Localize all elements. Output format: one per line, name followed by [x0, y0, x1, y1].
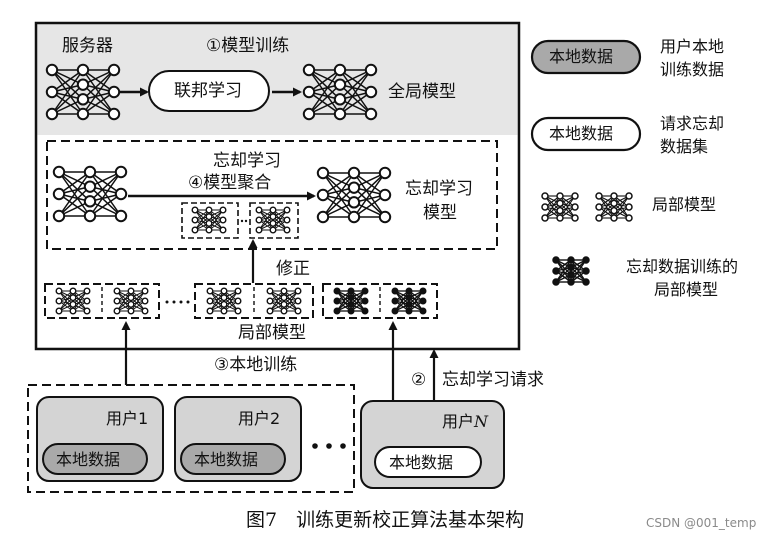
legend-local-model-icon-1	[541, 192, 579, 222]
legend-gray-desc-l2: 训练数据	[660, 60, 725, 79]
global-model-label: 全局模型	[388, 82, 456, 102]
user-1-data-pill	[42, 443, 148, 475]
fed-learning-label: 联邦学习	[174, 81, 242, 101]
legend-gray-pill-label: 本地数据	[549, 47, 614, 66]
step2-number: ②	[411, 370, 427, 390]
user-2-data-pill	[180, 443, 286, 475]
corrected-models-ellipsis	[240, 219, 248, 223]
legend-white-desc-l1: 请求忘却	[660, 114, 725, 133]
local-models-box-3	[322, 283, 438, 319]
local-models-box-2	[194, 283, 314, 319]
unlearned-model-label-l2: 模型	[423, 203, 457, 223]
global-model-icon	[302, 63, 378, 121]
step1-label: ①模型训练	[206, 36, 290, 56]
fed-learning-pill	[148, 70, 270, 112]
local-models-box-1	[44, 283, 160, 319]
user-1-label: 用户1	[106, 409, 149, 428]
local-training-box	[27, 384, 355, 493]
users-ellipsis	[312, 443, 346, 449]
local-models-ellipsis	[165, 300, 190, 304]
aggregation-label: ④模型聚合	[188, 173, 272, 193]
local-model-icon-4	[266, 287, 302, 315]
unlearning-input-model-icon	[52, 165, 128, 223]
legend-local-model-desc: 局部模型	[652, 195, 717, 214]
user-n-label: 用户N	[442, 414, 488, 430]
unlearn-local-model-icon-1	[333, 287, 369, 315]
user-1-local-data: 本地数据	[56, 450, 121, 469]
local-model-icon-3	[206, 287, 242, 315]
unlearned-model-label-l1: 忘却学习	[405, 179, 473, 199]
watermark: CSDN @001_temp	[646, 516, 757, 530]
server-input-model-icon	[45, 63, 121, 121]
figure-caption: 图7 训练更新校正算法基本架构	[246, 509, 525, 531]
local-model-icon-1	[55, 287, 91, 315]
user-n-local-data: 本地数据	[389, 453, 454, 472]
unlearning-box	[46, 140, 498, 250]
user-n-prefix: 用户	[442, 412, 475, 431]
unlearn-request-label: 忘却学习请求	[442, 370, 544, 390]
correction-label: 修正	[276, 259, 310, 279]
legend-white-data-pill	[530, 116, 642, 152]
local-model-icon-2	[113, 287, 149, 315]
legend-gray-data-pill	[530, 39, 642, 75]
corrected-models-box-2	[249, 202, 299, 239]
local-models-label: 局部模型	[238, 323, 306, 343]
unlearning-label-line1: 忘却学习	[213, 151, 281, 171]
user-2-local-data: 本地数据	[194, 450, 259, 469]
legend-gray-desc-l1: 用户本地	[660, 37, 725, 56]
corrected-models-box-1	[181, 202, 239, 239]
unlearn-local-model-icon-2	[391, 287, 427, 315]
legend-white-pill-label: 本地数据	[549, 124, 614, 143]
step3-label: ③本地训练	[214, 355, 298, 375]
user-2-label: 用户2	[238, 409, 281, 428]
unlearned-model-icon	[316, 166, 392, 224]
legend-unlearn-model-icon	[552, 256, 590, 286]
legend-unlearn-model-desc-l1: 忘却数据训练的	[626, 257, 739, 276]
user-n-data-pill	[374, 446, 482, 478]
server-label: 服务器	[62, 36, 113, 56]
corrected-model-icon-1	[191, 206, 227, 234]
legend-white-desc-l2: 数据集	[660, 137, 709, 156]
user-n-variable: N	[474, 412, 489, 431]
corrected-model-icon-2	[255, 206, 291, 234]
legend-local-model-icon-2	[595, 192, 633, 222]
legend-unlearn-model-desc-l2: 局部模型	[654, 280, 719, 299]
